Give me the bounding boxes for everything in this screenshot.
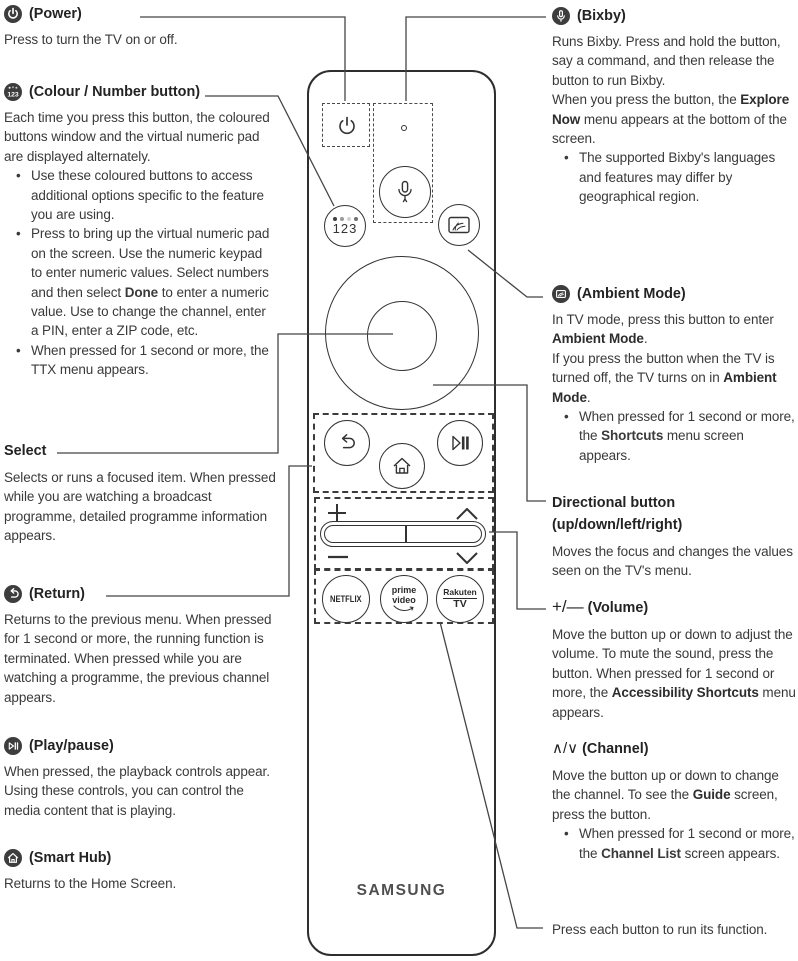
remote-illustration: 123 xyxy=(307,70,496,956)
rakuten-label-2: TV xyxy=(453,598,467,610)
section-directional-title: Directional button (up/down/left/right) xyxy=(552,495,683,533)
rocker-divider xyxy=(405,525,407,543)
mic-icon xyxy=(398,180,412,203)
rakuten-label-1: Rakuten xyxy=(443,587,477,599)
rocker-inner-outline xyxy=(324,525,482,543)
section-power-body: Press to turn the TV on or off. xyxy=(4,32,178,47)
remote-play-pause-button xyxy=(437,420,483,466)
remote-prime-video-button: prime video xyxy=(380,575,428,623)
plus-minus-glyphs: +/— xyxy=(552,597,584,616)
power-icon xyxy=(4,5,22,23)
footnote: Press each button to run its function. xyxy=(552,922,768,937)
section-smarthub-title: (Smart Hub) xyxy=(4,848,276,868)
volume-plus-glyph xyxy=(328,504,346,522)
colour-dots xyxy=(332,217,358,221)
remote-return-button xyxy=(324,420,370,466)
section-smarthub: (Smart Hub) Returns to the Home Screen. xyxy=(4,848,276,893)
prime-smile-icon xyxy=(393,605,414,612)
bixby-mic-icon xyxy=(552,7,570,25)
bullet: The supported Bixby's languages and feat… xyxy=(552,148,798,206)
bullet: Use these coloured buttons to access add… xyxy=(4,166,276,224)
play-pause-icon xyxy=(452,435,469,451)
section-volume: +/— (Volume) Move the button up or down … xyxy=(552,596,798,722)
smart-hub-icon xyxy=(4,849,22,867)
ambient-icon xyxy=(448,216,470,234)
number-label: 123 xyxy=(332,221,358,236)
section-select: Select Selects or runs a focused item. W… xyxy=(4,440,276,546)
channel-up-glyph xyxy=(456,508,478,520)
chevron-up-down-glyphs: ∧/∨ xyxy=(552,740,579,757)
bullet: When pressed for 1 second or more, the C… xyxy=(552,824,798,863)
channel-down-glyph xyxy=(456,552,478,564)
samsung-logo: SAMSUNG xyxy=(356,882,447,899)
volume-minus-glyph xyxy=(328,555,348,559)
section-return: (Return) Returns to the previous menu. W… xyxy=(4,584,276,707)
remote-colour-number-button: 123 xyxy=(324,205,366,247)
section-return-title: (Return) xyxy=(4,584,276,604)
return-icon xyxy=(4,585,22,603)
bullet: When pressed for 1 second or more, the T… xyxy=(4,341,276,380)
bixby-button-outline xyxy=(373,103,433,223)
ambient-mode-icon xyxy=(552,285,570,303)
play-pause-icon xyxy=(4,737,22,755)
section-volume-title: +/— (Volume) xyxy=(552,597,649,616)
remote-bixby-button xyxy=(379,166,431,218)
section-bixby: (Bixby) Runs Bixby. Press and hold the b… xyxy=(552,6,798,207)
section-colour-title: 123 (Colour / Number button) xyxy=(4,82,276,102)
section-colour-number: 123 (Colour / Number button) Each time y… xyxy=(4,82,276,380)
section-select-title: Select xyxy=(4,443,47,459)
remote-smart-hub-button xyxy=(379,443,425,489)
netflix-label: NETFLIX xyxy=(330,593,362,605)
section-power: (Power) Press to turn the TV on or off. xyxy=(4,4,276,49)
bullet: Press to bring up the virtual numeric pa… xyxy=(4,224,276,340)
colour-number-icon: 123 xyxy=(4,83,22,101)
return-icon xyxy=(341,434,355,449)
bullet: When pressed for 1 second or more, the S… xyxy=(552,407,798,465)
section-directional: Directional button (up/down/left/right) … xyxy=(552,492,798,581)
section-ambient-title: (Ambient Mode) xyxy=(552,284,798,304)
volume-callout-line xyxy=(489,531,546,610)
remote-directional-pad xyxy=(325,256,479,410)
remote-power-button xyxy=(339,116,355,135)
section-power-title: (Power) xyxy=(4,4,276,24)
remote-select-button xyxy=(367,301,437,371)
section-playpause-title: (Play/pause) xyxy=(4,736,276,756)
remote-rakuten-tv-button: Rakuten TV xyxy=(436,575,484,623)
section-channel-title: ∧/∨ (Channel) xyxy=(552,740,649,757)
section-playpause: (Play/pause) When pressed, the playback … xyxy=(4,736,276,820)
section-channel: ∧/∨ (Channel) Move the button up or down… xyxy=(552,738,798,863)
home-icon xyxy=(393,457,411,474)
svg-text:123: 123 xyxy=(7,91,19,98)
section-ambient: (Ambient Mode) In TV mode, press this bu… xyxy=(552,284,798,465)
remote-volume-channel-rocker xyxy=(320,521,486,547)
prime-label-1: prime xyxy=(391,585,417,595)
section-bixby-title: (Bixby) xyxy=(552,6,798,26)
remote-mic-hole xyxy=(401,125,407,131)
prime-label-2: video xyxy=(392,594,416,605)
remote-netflix-button: NETFLIX xyxy=(322,575,370,623)
remote-ambient-button xyxy=(438,204,480,246)
colour-bullets: Use these coloured buttons to access add… xyxy=(4,166,276,379)
